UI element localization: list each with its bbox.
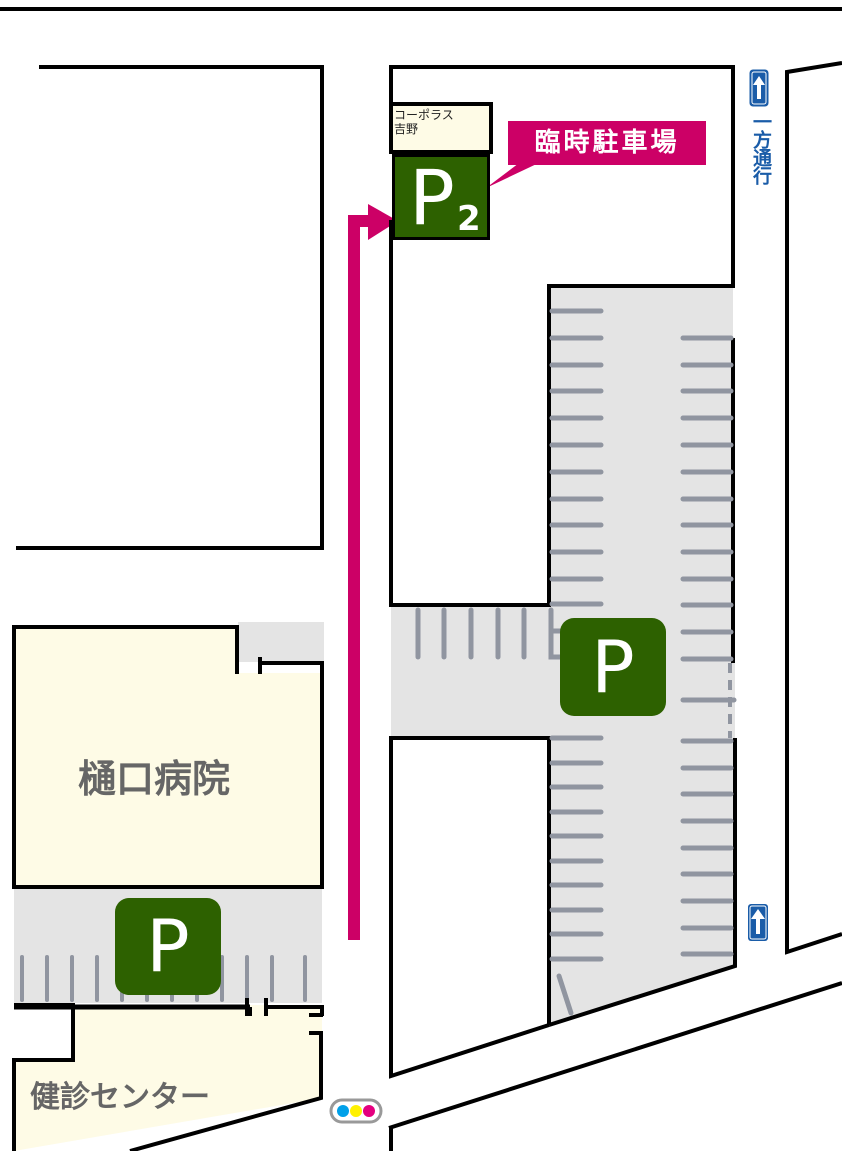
hospital-label: 樋口病院 [78, 757, 231, 801]
road-edge-lower [388, 981, 842, 1130]
traffic-light-icon [329, 1098, 383, 1124]
health-center-label: 健診センター [30, 1080, 210, 1115]
corporas-yoshino-building [389, 102, 493, 154]
one-way-label: 一方通行 [750, 112, 772, 184]
callout-pointer [486, 160, 545, 188]
corporas-yoshino-label: コーポラス 吉野 [394, 108, 454, 136]
block-right [785, 61, 842, 955]
temporary-parking-p2-sign[interactable]: P 2 [392, 153, 490, 242]
health-center-building [14, 1005, 322, 1151]
temporary-parking-callout: 臨時駐車場 [508, 121, 706, 165]
block-lower-middle [389, 736, 551, 1079]
block-top-left [16, 65, 324, 550]
main-parking-stripes-right [680, 335, 737, 957]
hospital-parking-sign[interactable]: P [115, 898, 221, 995]
hospital-building [14, 627, 322, 887]
lane-parking-stripes [415, 607, 566, 660]
main-parking-stripes-left [549, 308, 604, 1016]
route-arrow-icon [348, 204, 398, 940]
p2-letter: P [409, 153, 455, 242]
p2-subscript: 2 [457, 199, 481, 239]
block-upper-middle [389, 65, 735, 607]
oneway-arrow-icon [749, 69, 769, 107]
oneway-arrow-icon [748, 904, 768, 941]
main-parking-sign[interactable]: P [560, 618, 666, 716]
hospital-entrance-area [238, 622, 324, 662]
